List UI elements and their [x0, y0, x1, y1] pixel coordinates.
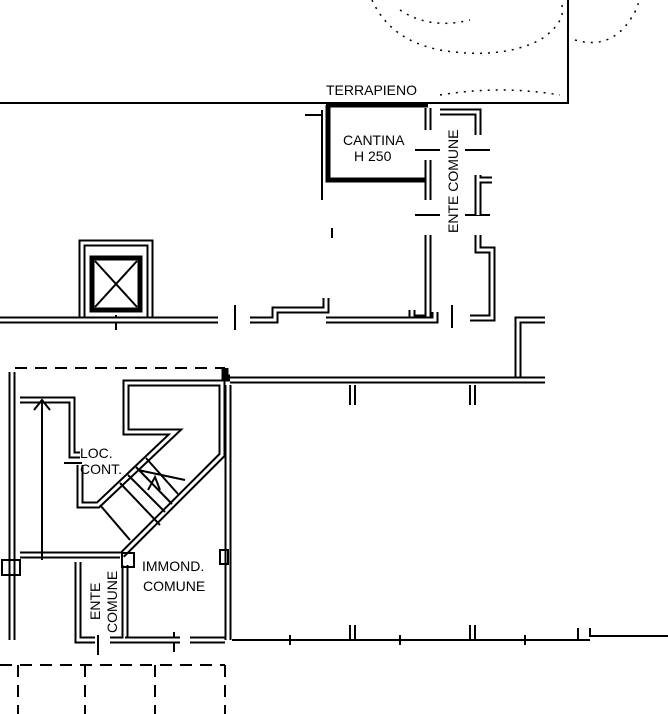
- immond-label: IMMOND.: [142, 558, 204, 574]
- immond-comune-label: COMUNE: [143, 578, 205, 594]
- comune-lower-label: COMUNE: [104, 571, 120, 633]
- terrace-boundary: [0, 0, 569, 104]
- corridor-walls: [0, 298, 545, 405]
- elevator-shaft: [78, 239, 154, 330]
- terrapieno-label: TERRAPIENO: [326, 82, 417, 98]
- stair-block: [1, 367, 232, 655]
- cont-label: CONT.: [80, 461, 122, 477]
- loc-label: LOC.: [80, 445, 113, 461]
- large-room: [232, 625, 668, 645]
- cantina-height-label: H 250: [354, 148, 392, 164]
- cantina-room: [305, 105, 496, 328]
- ente-comune-upper-label: ENTE COMUNE: [445, 130, 461, 233]
- cantina-label: CANTINA: [343, 132, 405, 148]
- ente-lower-label: ENTE: [87, 583, 103, 620]
- lower-dashed-outline: [0, 664, 226, 714]
- garden-texture: [371, 0, 640, 96]
